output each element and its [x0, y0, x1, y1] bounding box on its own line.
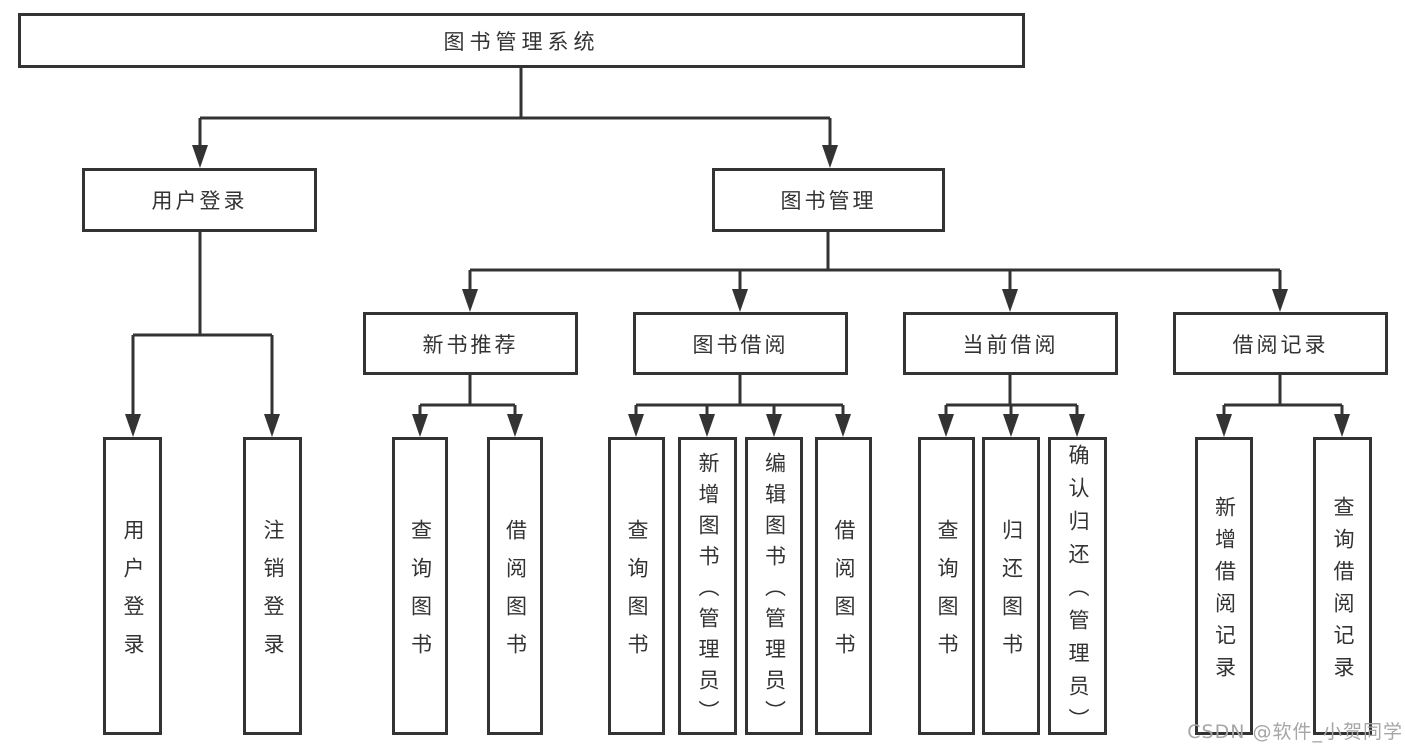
- node-new-book-recommend: 新书推荐: [363, 312, 578, 375]
- csdn-watermark: CSDN @软件_小贺同学: [1187, 721, 1403, 743]
- node-query-books-current: 查询图书: [918, 437, 975, 735]
- node-edit-book-admin: 编辑图书（管理员）: [745, 437, 803, 735]
- node-label: 查询图书: [935, 518, 959, 671]
- node-label: 新增图书（管理员）: [696, 451, 720, 731]
- node-label: 查询借阅记录: [1331, 495, 1355, 688]
- node-confirm-return-admin: 确认归还（管理员）: [1048, 437, 1107, 741]
- node-query-books-borrowing: 查询图书: [608, 437, 665, 735]
- node-label: 注销登录: [261, 518, 285, 671]
- node-label: 编辑图书（管理员）: [762, 451, 787, 731]
- node-label: 当前借阅: [962, 332, 1059, 357]
- node-query-borrow-record: 查询借阅记录: [1313, 437, 1372, 735]
- node-book-borrowing: 图书借阅: [633, 312, 848, 375]
- node-borrow-books-borrowing: 借阅图书: [815, 437, 872, 735]
- node-add-book-admin: 新增图书（管理员）: [678, 437, 737, 735]
- node-label: 借阅记录: [1232, 332, 1329, 357]
- node-label: 新书推荐: [422, 332, 519, 357]
- node-borrow-records: 借阅记录: [1173, 312, 1388, 375]
- node-label: 图书管理: [780, 189, 877, 213]
- node-label: 借阅图书: [832, 518, 856, 671]
- node-return-books: 归还图书: [982, 437, 1040, 735]
- node-book-management: 图书管理: [712, 168, 945, 232]
- node-label: 查询图书: [625, 518, 649, 671]
- node-label: 归还图书: [999, 518, 1024, 671]
- node-label: 借阅图书: [503, 518, 528, 671]
- node-add-borrow-record: 新增借阅记录: [1195, 437, 1253, 735]
- node-label: 确认归还（管理员）: [1066, 443, 1090, 741]
- node-label: 新增借阅记录: [1212, 495, 1237, 688]
- node-library-management-system: 图书管理系统: [18, 13, 1025, 68]
- node-current-borrowing: 当前借阅: [903, 312, 1118, 375]
- node-label: 用户登录: [121, 518, 145, 671]
- node-user-login-action: 用户登录: [103, 437, 162, 735]
- node-logout-action: 注销登录: [243, 437, 302, 735]
- node-user-login: 用户登录: [82, 168, 317, 232]
- node-label: 图书借阅: [692, 332, 789, 357]
- node-borrow-books-recommend: 借阅图书: [487, 437, 543, 735]
- node-label: 图书管理系统: [443, 29, 600, 54]
- arrowhead-group: [125, 145, 1350, 437]
- node-label: 用户登录: [151, 189, 248, 213]
- node-query-books-recommend: 查询图书: [392, 437, 448, 735]
- node-label: 查询图书: [408, 518, 433, 671]
